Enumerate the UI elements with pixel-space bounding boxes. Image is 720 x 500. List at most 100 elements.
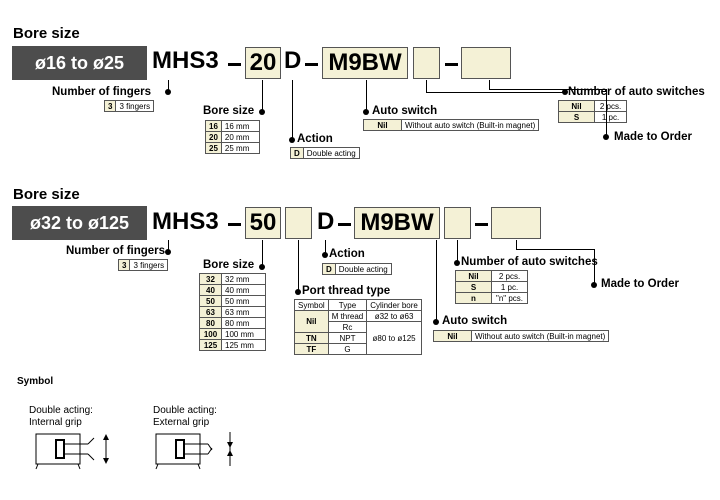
action-code-2: D: [317, 208, 335, 235]
leader-dot: [259, 264, 265, 270]
table-cell: M thread: [327, 310, 368, 322]
mto-label-1: Made to Order: [614, 131, 692, 143]
table-cell: ø32 to ø63: [366, 310, 422, 322]
table-header-cell: Type: [327, 299, 368, 311]
leader-line: [426, 92, 564, 93]
bore-size-label-1: Bore size: [203, 105, 255, 117]
table-cell: 2 pcs.: [491, 270, 528, 282]
table-cell: 20: [205, 131, 222, 143]
leader-line: [594, 249, 595, 285]
leader-dot: [165, 89, 171, 95]
bore-code-box-2: 50: [245, 207, 281, 239]
leader-dot: [603, 134, 609, 140]
table-cell: S: [558, 111, 595, 123]
auto-switch-label-2: Auto switch: [442, 315, 508, 327]
table-row: n"n" pcs.: [455, 292, 528, 304]
fingers-label-1: Number of fingers: [52, 86, 152, 98]
table-cell: Nil: [455, 270, 492, 282]
mto-box-1: [461, 47, 511, 79]
caption-line: External grip: [153, 417, 210, 428]
table-row: Nil M thread ø32 to ø63: [294, 310, 422, 333]
separator-dash: [445, 63, 458, 66]
table-cell: Double acting: [302, 147, 360, 159]
external-grip-caption: Double acting: External grip: [153, 405, 217, 429]
table-cell: 32 mm: [221, 273, 266, 285]
table-cell: NPT: [327, 332, 368, 344]
leader-dot: [591, 282, 597, 288]
leader-dot: [289, 137, 295, 143]
table-cell: ø80 to ø125: [366, 321, 422, 355]
table-cell: Nil: [558, 100, 595, 112]
bore-size-heading-2: Bore size: [13, 186, 80, 203]
table-cell: D: [290, 147, 304, 159]
internal-grip-symbol-icon: [35, 433, 109, 470]
leader-line: [426, 80, 427, 92]
table-cell: 40 mm: [221, 284, 266, 296]
symbol-title: Symbol: [17, 376, 54, 387]
caption-line: Internal grip: [29, 417, 82, 428]
fingers-label-2: Number of fingers: [66, 245, 166, 257]
table-cell: 20 mm: [220, 131, 260, 143]
leader-line: [366, 80, 367, 111]
mto-label-2: Made to Order: [601, 278, 679, 290]
external-grip-symbol-icon: [155, 432, 233, 470]
switch-count-box-2: [444, 207, 471, 239]
table-cell: 80 mm: [221, 317, 266, 329]
leader-line: [262, 80, 263, 111]
num-switches-label-2: Number of auto switches: [461, 256, 598, 268]
table-cell: Rc: [327, 321, 368, 333]
leader-dot: [363, 109, 369, 115]
table-cell: 3 fingers: [115, 100, 155, 112]
port-thread-table: Symbol Type Cylinder bore Nil M thread ø…: [294, 299, 422, 355]
leader-line: [516, 249, 594, 250]
leader-line: [436, 240, 437, 322]
table-cell: Nil: [363, 119, 402, 131]
switch-code-box-2: M9BW: [354, 207, 440, 239]
table-cell: 16 mm: [220, 120, 260, 132]
table-cell: S: [455, 281, 492, 293]
separator-dash: [228, 223, 241, 226]
table-cell: 1 pc.: [491, 281, 528, 293]
bore-size-label-2: Bore size: [203, 259, 255, 271]
bore-range-badge-1: ø16 to ø25: [12, 46, 147, 80]
table-row: TN NPT: [294, 332, 422, 344]
table-header-cell: Cylinder bore: [366, 299, 422, 311]
port-thread-label: Port thread type: [302, 285, 391, 297]
leader-line: [262, 240, 263, 267]
action-label-1: Action: [297, 133, 333, 145]
bore-code-box-1: 20: [245, 47, 281, 79]
action-label-2: Action: [329, 248, 365, 260]
num-switches-label-1: Number of auto switches: [568, 86, 705, 98]
switch-code-box-1: M9BW: [322, 47, 408, 79]
table-cell: 16: [205, 120, 222, 132]
leader-line: [489, 89, 606, 90]
table-header-cell: Symbol: [294, 299, 329, 311]
table-cell: Double acting: [334, 263, 392, 275]
table-cell: 1 pc.: [594, 111, 627, 123]
table-cell: 63: [199, 306, 222, 318]
leader-dot: [295, 289, 301, 295]
table-row: Rc ø80 to ø125: [295, 321, 422, 355]
action-code-1: D: [284, 47, 302, 74]
leader-line: [168, 80, 169, 90]
table-cell: 25: [205, 142, 222, 154]
leader-line: [457, 240, 458, 263]
table-cell: D: [322, 263, 336, 275]
table-cell: Nil: [433, 330, 472, 342]
table-row: TF G: [294, 343, 422, 355]
leader-dot: [322, 252, 328, 258]
table-cell: 63 mm: [221, 306, 266, 318]
table-cell: 100 mm: [221, 328, 266, 340]
